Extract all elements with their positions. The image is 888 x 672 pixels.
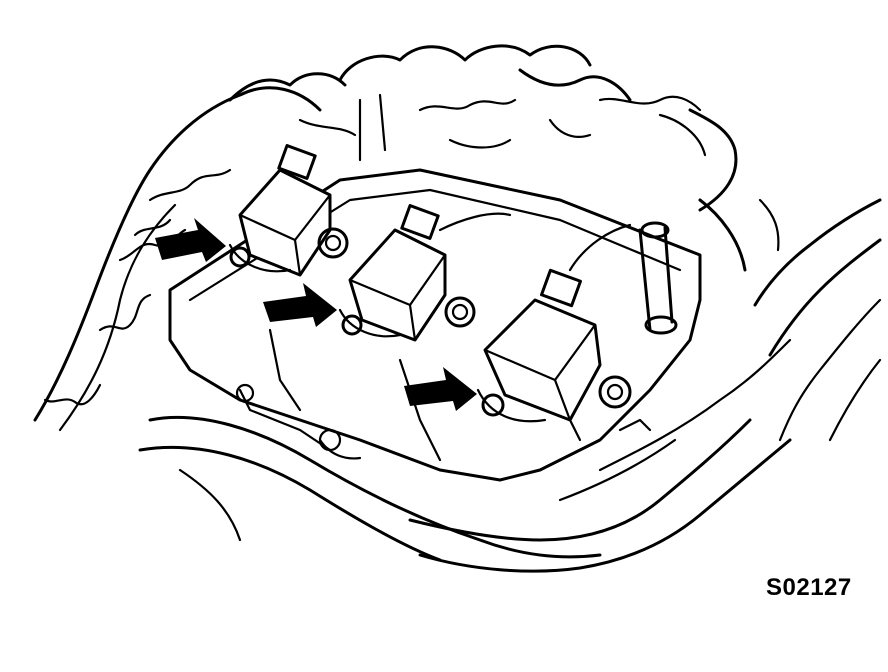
ignition-coil-1 xyxy=(228,144,349,277)
arrow-right-icon xyxy=(404,367,477,411)
callout-arrows xyxy=(155,218,477,411)
right-engine-clutter xyxy=(638,198,882,442)
bottom-clutter xyxy=(138,338,792,573)
left-engine-clutter xyxy=(33,72,347,432)
ignition-coil-3 xyxy=(476,223,632,423)
arrow-right-icon xyxy=(263,283,337,327)
arrow-right-icon xyxy=(155,218,226,262)
ignition-coil-2 xyxy=(338,204,512,342)
top-engine-clutter xyxy=(298,44,738,212)
figure-code: S02127 xyxy=(766,574,852,601)
